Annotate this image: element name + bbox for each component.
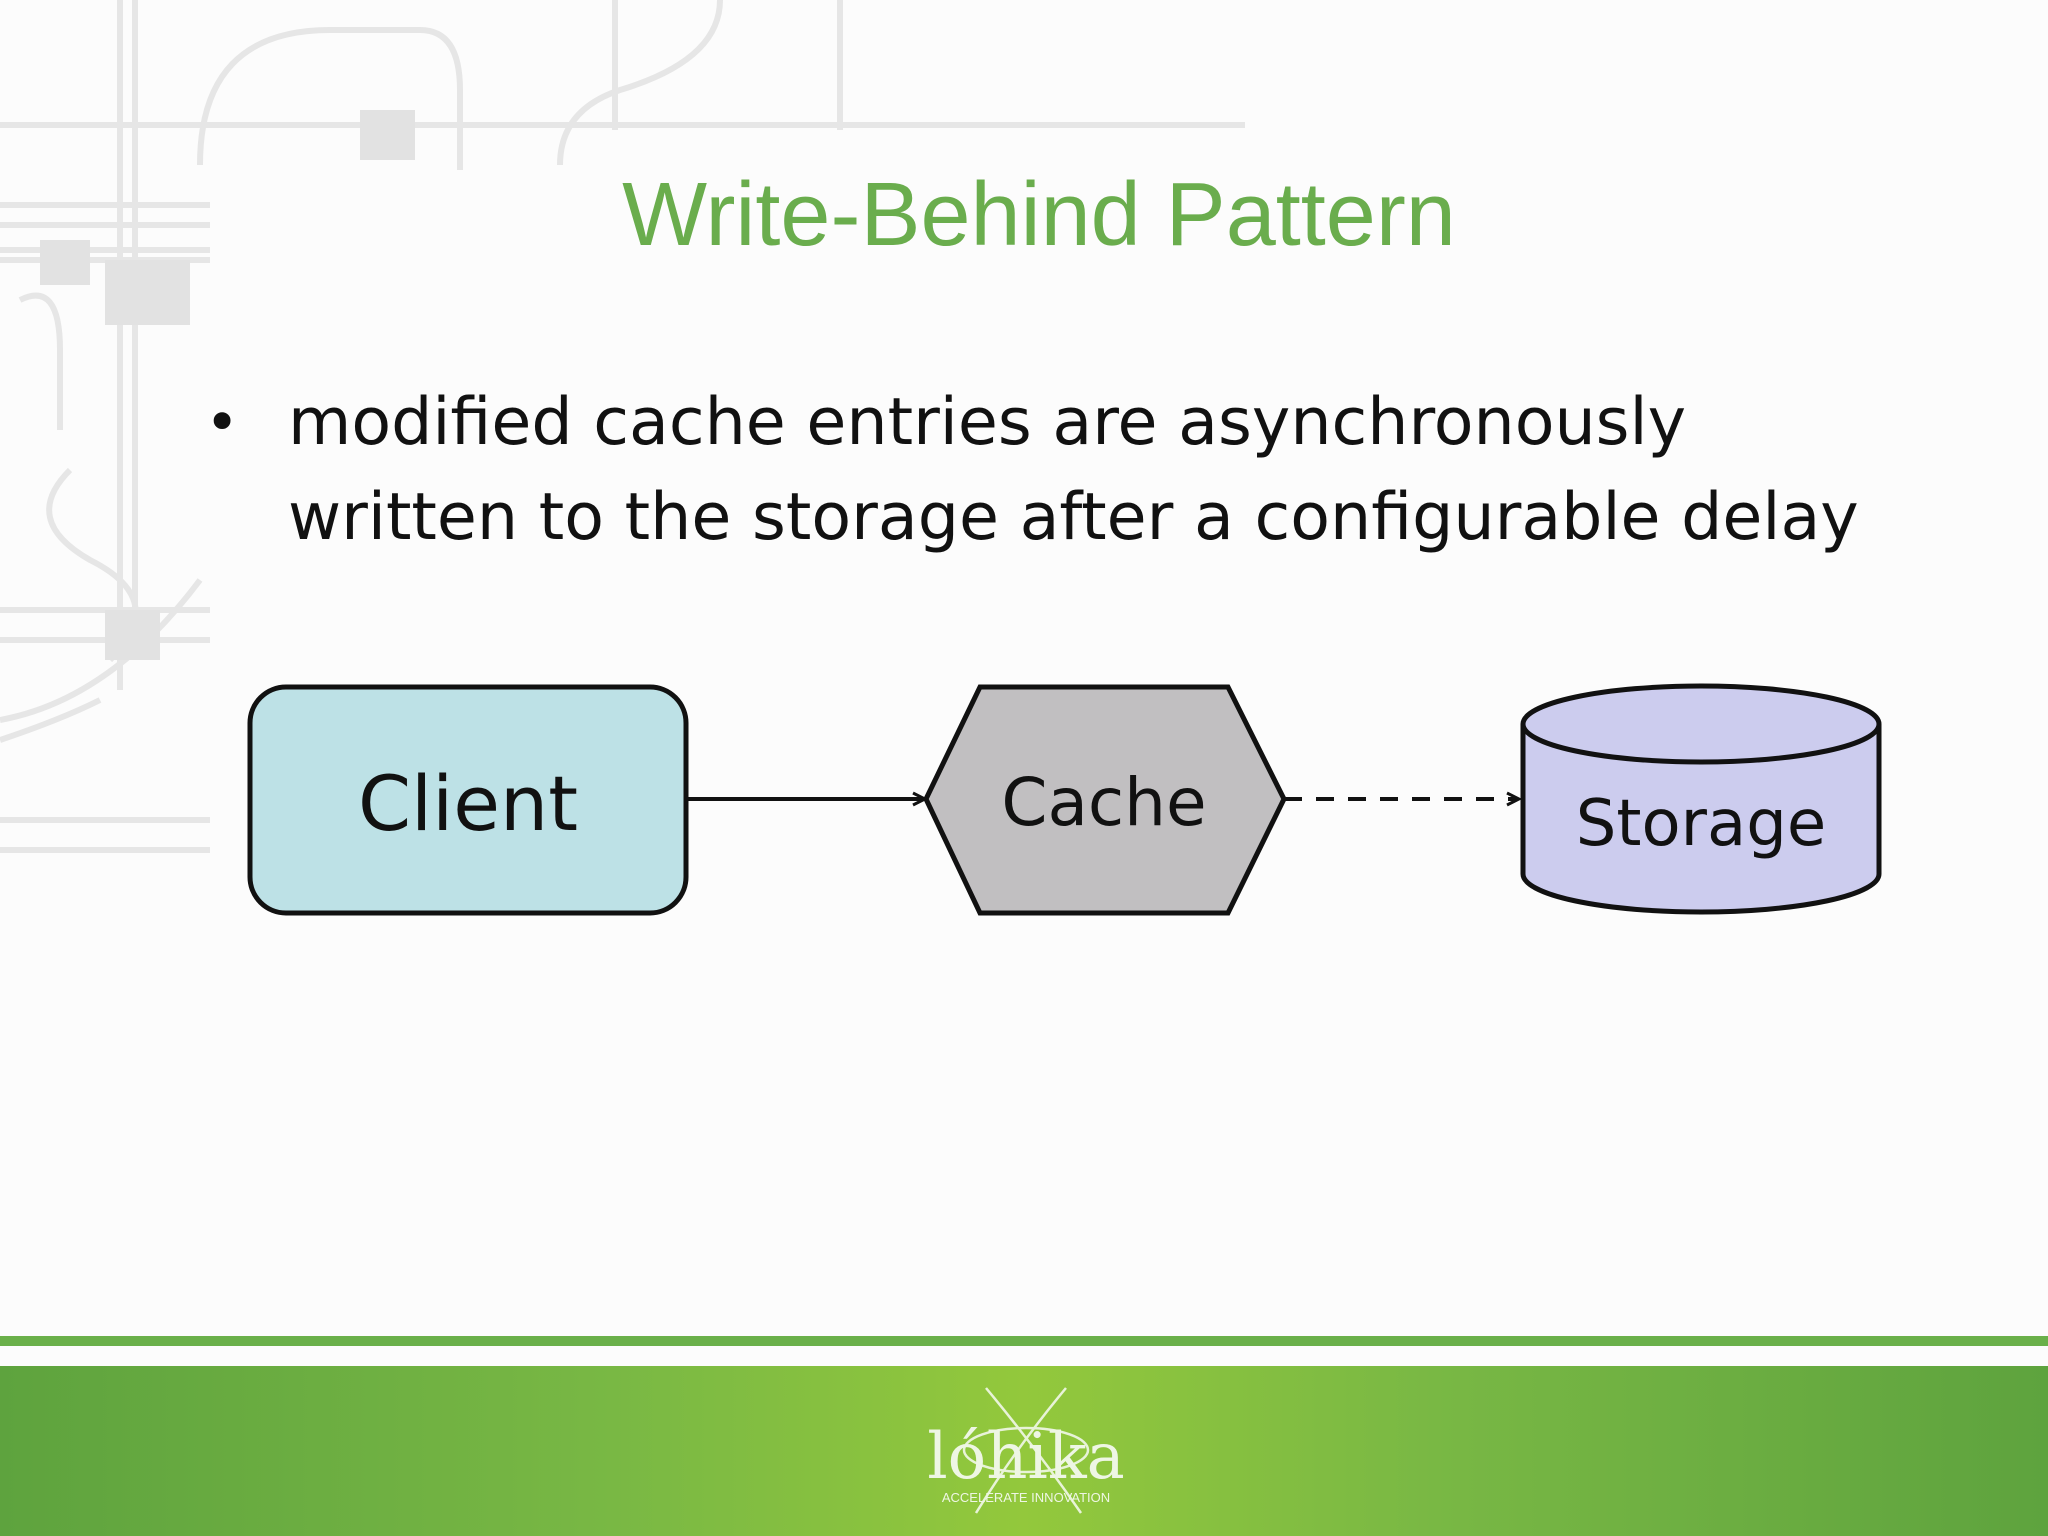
footer-divider bbox=[0, 1336, 2048, 1346]
footer-band bbox=[0, 1366, 2048, 1536]
bullet-text: modified cache entries are asynchronousl… bbox=[288, 385, 1859, 555]
node-storage-label: Storage bbox=[1576, 787, 1826, 861]
node-client-shape bbox=[247, 684, 689, 916]
node-client: Client bbox=[247, 684, 689, 916]
node-cache: Cache bbox=[923, 684, 1287, 916]
bullet-dot-icon: • bbox=[205, 388, 240, 456]
slide-title: Write-Behind Pattern bbox=[622, 165, 1456, 265]
node-client-label: Client bbox=[358, 759, 578, 848]
node-storage: Storage bbox=[1520, 683, 1882, 915]
node-cache-label: Cache bbox=[1001, 764, 1206, 841]
logo-wordmark: lóhika bbox=[927, 1420, 1125, 1494]
lohika-logo: lóhika ACCELERATE INNOVATION bbox=[927, 1387, 1125, 1514]
logo-tagline: ACCELERATE INNOVATION bbox=[942, 1490, 1110, 1505]
node-storage-top-rim bbox=[1520, 723, 1882, 765]
node-cache-shape bbox=[923, 684, 1287, 916]
bullet-item: • modified cache entries are asynchronou… bbox=[205, 375, 1905, 565]
node-storage-shape bbox=[1520, 683, 1882, 915]
